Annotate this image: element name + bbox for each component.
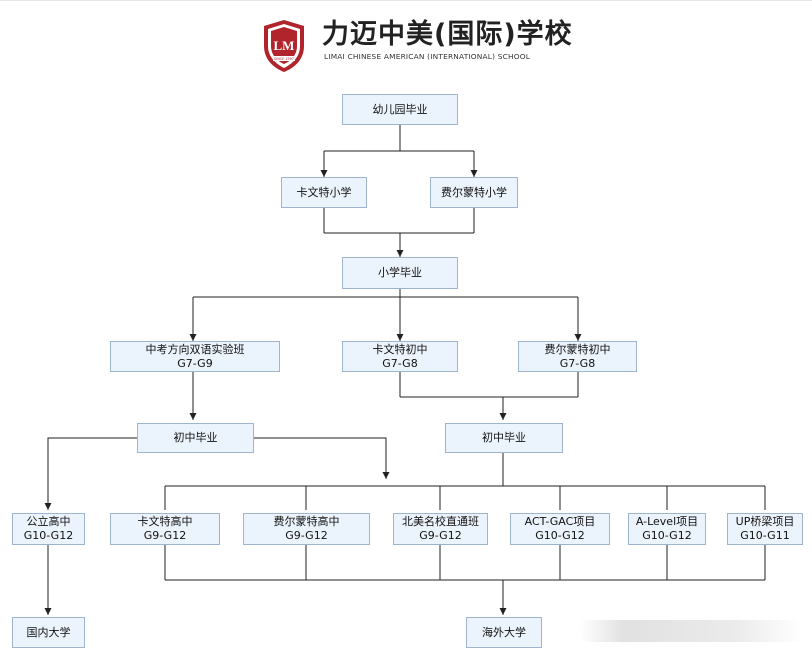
node-grades: G7-G8 (382, 356, 418, 370)
node-domestic-university: 国内大学 (12, 617, 85, 648)
crest-motto: SINCE 1997 (274, 57, 294, 61)
node-grades: G9-G12 (285, 529, 328, 542)
blurred-watermark (580, 620, 802, 642)
node-grades: G7-G8 (559, 356, 596, 370)
node-label: 卡文特高中 (137, 515, 193, 528)
node-label: 中考方向双语实验班 (145, 342, 245, 356)
node-primary-graduation: 小学毕业 (342, 257, 458, 289)
school-name-english: LIMAI CHINESE AMERICAN (INTERNATIONAL) S… (324, 52, 531, 61)
node-label: 费尔蒙特高中 (273, 515, 340, 528)
top-divider (0, 0, 812, 1)
node-middle-graduation-a: 初中毕业 (137, 423, 254, 453)
crest-monogram: LM (274, 38, 295, 53)
node-carvert-middle: 卡文特初中 G7-G8 (342, 341, 458, 372)
node-grades: G9-G12 (143, 529, 187, 542)
node-act-gac-program: ACT-GAC项目 G10-G12 (510, 513, 610, 545)
node-fairmont-high-school: 费尔蒙特高中 G9-G12 (243, 513, 370, 545)
node-grades: G9-G12 (419, 529, 462, 542)
node-bilingual-class: 中考方向双语实验班 G7-G9 (110, 341, 280, 372)
node-label: 公立高中 (26, 515, 71, 528)
node-a-level-program: A-Level项目 G10-G12 (628, 513, 706, 545)
node-label: 费尔蒙特小学 (441, 185, 507, 199)
node-label: 幼儿园毕业 (372, 102, 428, 116)
node-up-bridge-program: UP桥梁项目 G10-G11 (727, 513, 803, 545)
node-label: ACT-GAC项目 (524, 515, 596, 528)
school-crest-icon: LM SINCE 1997 (264, 20, 304, 72)
node-label: 费尔蒙特初中 (544, 342, 611, 356)
node-label: 卡文特初中 (372, 342, 428, 356)
node-overseas-university: 海外大学 (466, 617, 542, 648)
node-grades: G10-G11 (740, 529, 790, 542)
node-label: 初中毕业 (482, 431, 526, 444)
node-carvert-primary: 卡文特小学 (281, 177, 367, 208)
node-kindergarten-graduation: 幼儿园毕业 (342, 94, 458, 125)
node-label: 初中毕业 (173, 431, 218, 444)
node-label: UP桥梁项目 (735, 515, 795, 528)
node-label: A-Level项目 (635, 515, 699, 528)
node-grades: G7-G9 (177, 356, 213, 370)
node-label: 北美名校直通班 (402, 515, 479, 528)
node-grades: G10-G12 (23, 529, 74, 542)
node-carvert-high-school: 卡文特高中 G9-G12 (110, 513, 220, 545)
node-label: 海外大学 (482, 625, 526, 639)
node-grades: G10-G12 (535, 529, 585, 542)
school-name: 力迈中美(国际)学校 (322, 19, 573, 50)
node-grades: G10-G12 (642, 529, 692, 542)
node-middle-graduation-b: 初中毕业 (445, 423, 563, 453)
node-public-high-school: 公立高中 G10-G12 (12, 513, 85, 545)
node-fairmont-primary: 费尔蒙特小学 (430, 177, 518, 208)
node-label: 小学毕业 (378, 266, 422, 279)
node-direct-track-class: 北美名校直通班 G9-G12 (393, 513, 488, 545)
node-label: 卡文特小学 (296, 185, 352, 199)
node-label: 国内大学 (26, 625, 71, 639)
node-fairmont-middle: 费尔蒙特初中 G7-G8 (518, 341, 637, 372)
